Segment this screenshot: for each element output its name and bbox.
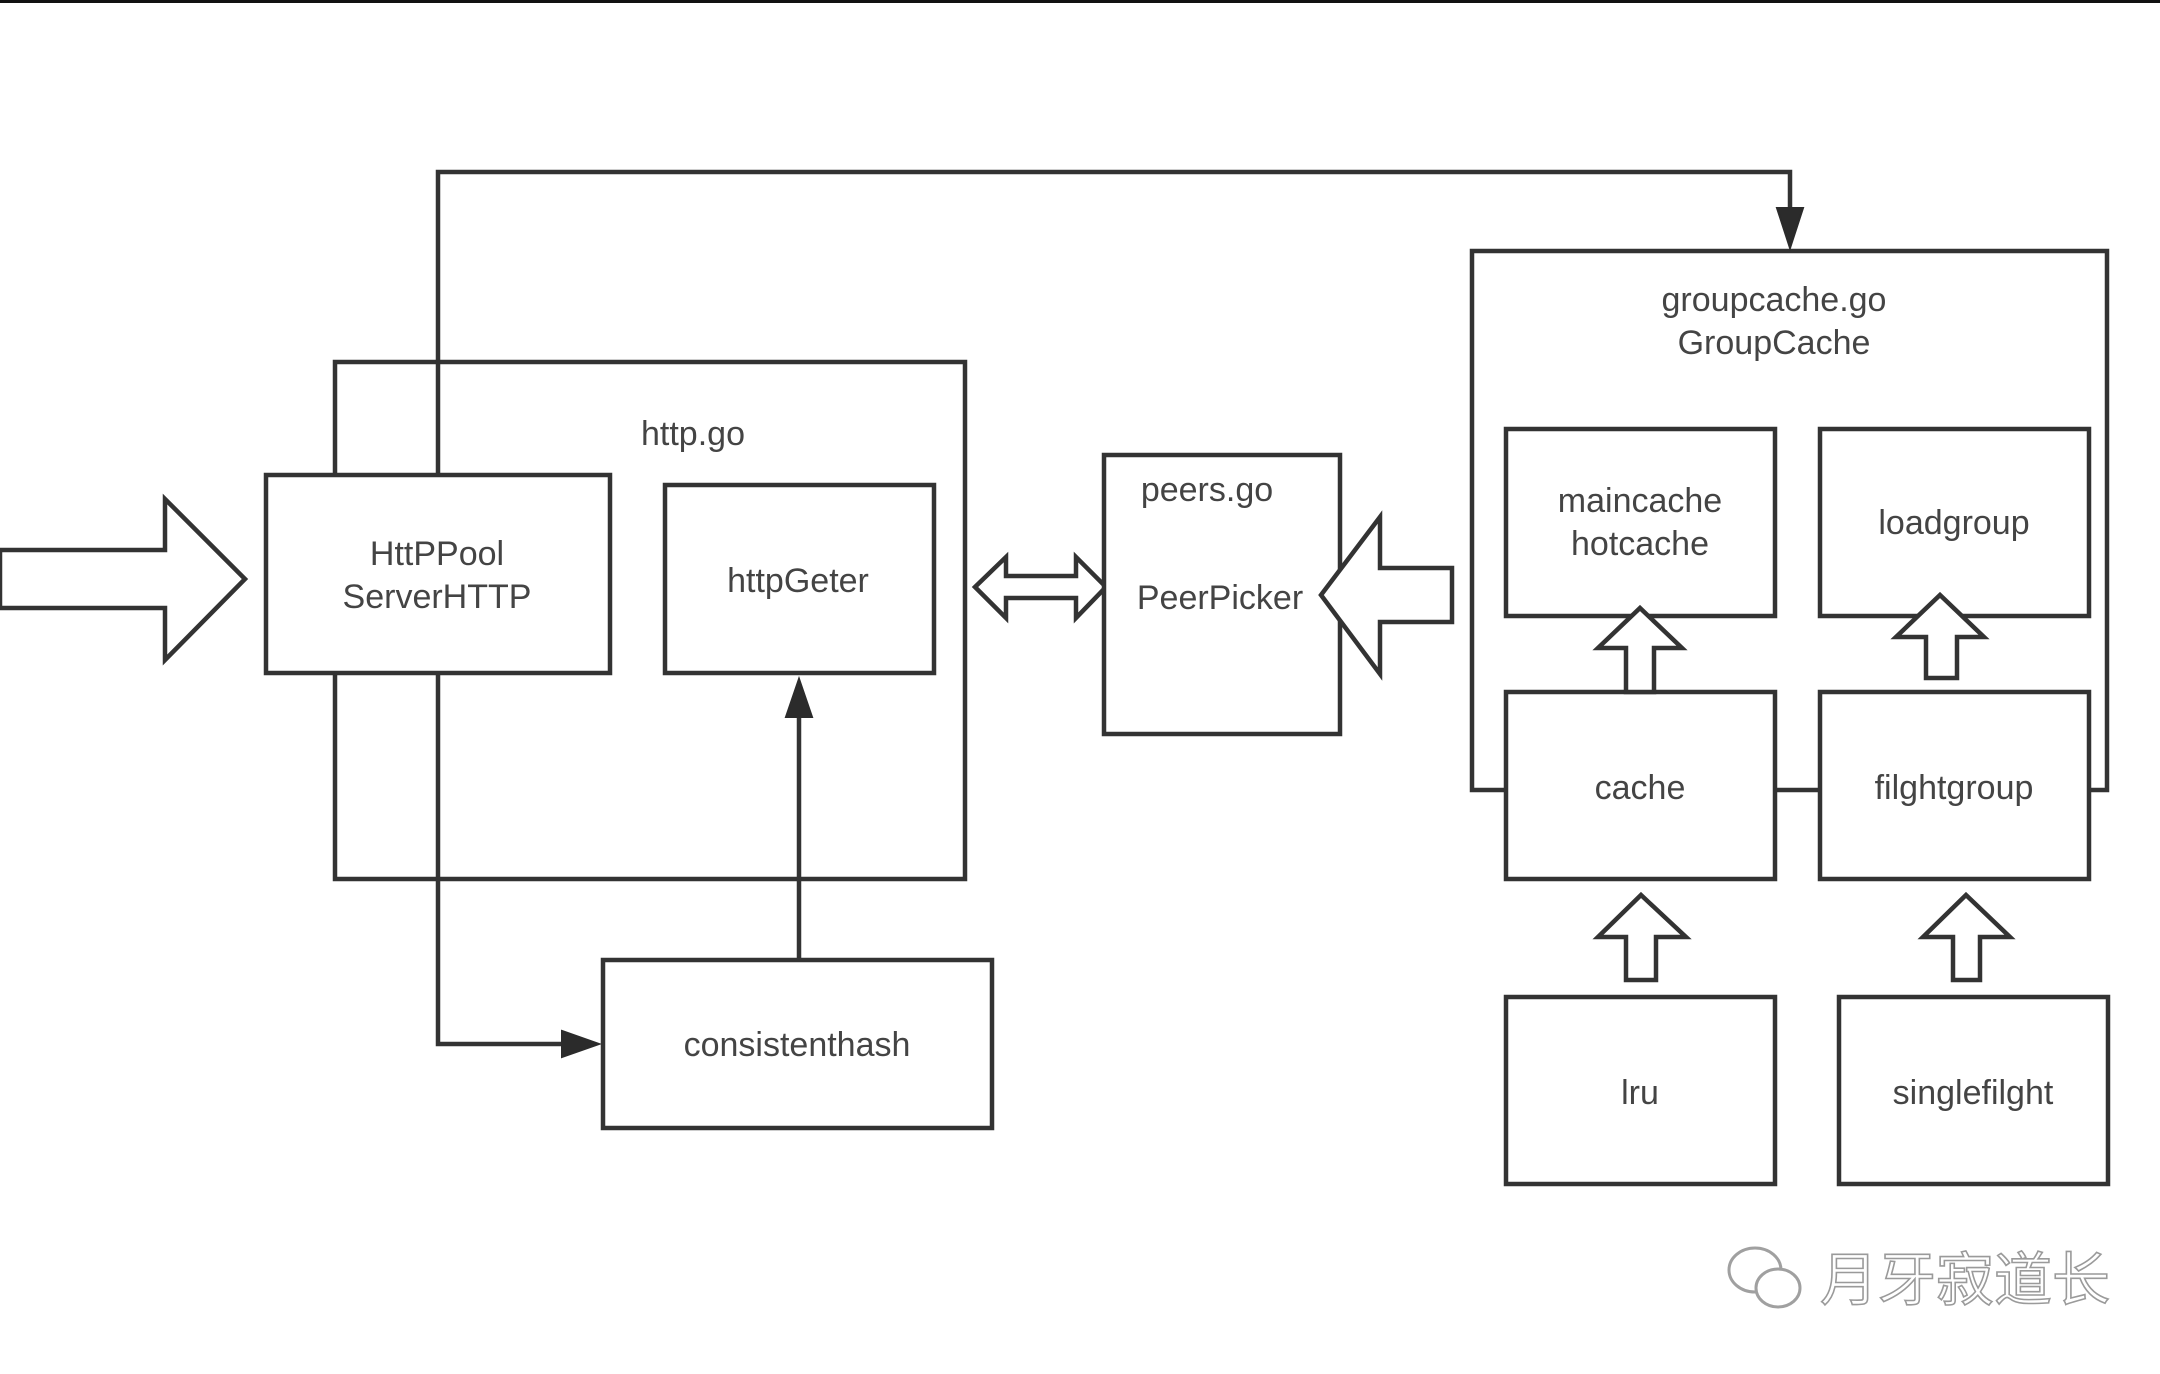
groupcache-container: groupcache.go GroupCache — [1469, 248, 2110, 793]
httppool-label: HttPPool — [370, 535, 504, 573]
arrowhead-right-icon — [561, 1029, 603, 1059]
serverhttp-label: ServerHTTP — [343, 578, 532, 616]
consistenthash-label: consistenthash — [684, 1026, 911, 1064]
cache-label: cache — [1595, 769, 1686, 807]
singlefilght-node: singlefilght — [1836, 994, 2111, 1187]
watermark-text: 月牙寂道长 — [1820, 1246, 2110, 1314]
watermark: 月牙寂道长 — [1727, 1245, 2111, 1315]
httpgeter-label: httpGeter — [727, 562, 869, 600]
loadgroup-node: loadgroup — [1817, 426, 2092, 619]
groupcache-file-label: groupcache.go — [1662, 281, 1887, 319]
up-arrow-cache-to-maincache-icon — [1592, 604, 1688, 695]
up-arrow-filghtgroup-to-loadgroup-icon — [1890, 591, 1990, 681]
up-arrow-singlefilght-to-filghtgroup-icon — [1917, 891, 2016, 983]
top-border — [0, 0, 2160, 3]
loadgroup-label: loadgroup — [1878, 504, 2029, 542]
httpgeter-node: httpGeter — [662, 482, 937, 676]
httppool-node: HttPPool ServerHTTP — [263, 472, 613, 676]
consistenthash-to-httpgeter-edge — [784, 675, 814, 960]
left-arrow-icon — [1318, 510, 1455, 681]
peers-node: peers.go PeerPicker — [1101, 452, 1343, 737]
groupcache-type-label: GroupCache — [1678, 324, 1871, 362]
filghtgroup-label: filghtgroup — [1875, 769, 2034, 807]
hotcache-label: hotcache — [1571, 525, 1709, 563]
double-arrow-icon — [971, 551, 1110, 624]
filghtgroup-node: filghtgroup — [1817, 689, 2092, 882]
httppool-to-consistenthash-edge — [435, 673, 603, 1059]
arrowhead-down-icon — [1775, 207, 1805, 252]
lru-node: lru — [1503, 994, 1778, 1187]
arrowhead-up-icon — [784, 675, 814, 718]
up-arrow-lru-to-cache-icon — [1592, 891, 1692, 983]
peerpicker-label: PeerPicker — [1137, 579, 1303, 617]
singlefilght-label: singlefilght — [1893, 1074, 2054, 1112]
cache-node: cache — [1503, 689, 1778, 882]
maincache-node: maincache hotcache — [1503, 426, 1778, 619]
peers-file-label: peers.go — [1141, 471, 1273, 509]
lru-label: lru — [1621, 1074, 1659, 1112]
http-file-label: http.go — [641, 415, 745, 453]
httppool-to-groupcache-edge — [435, 169, 1805, 475]
wechat-icon — [1727, 1246, 1802, 1309]
maincache-label: maincache — [1558, 482, 1722, 520]
consistenthash-node: consistenthash — [600, 957, 995, 1131]
input-arrow-icon — [0, 493, 249, 666]
